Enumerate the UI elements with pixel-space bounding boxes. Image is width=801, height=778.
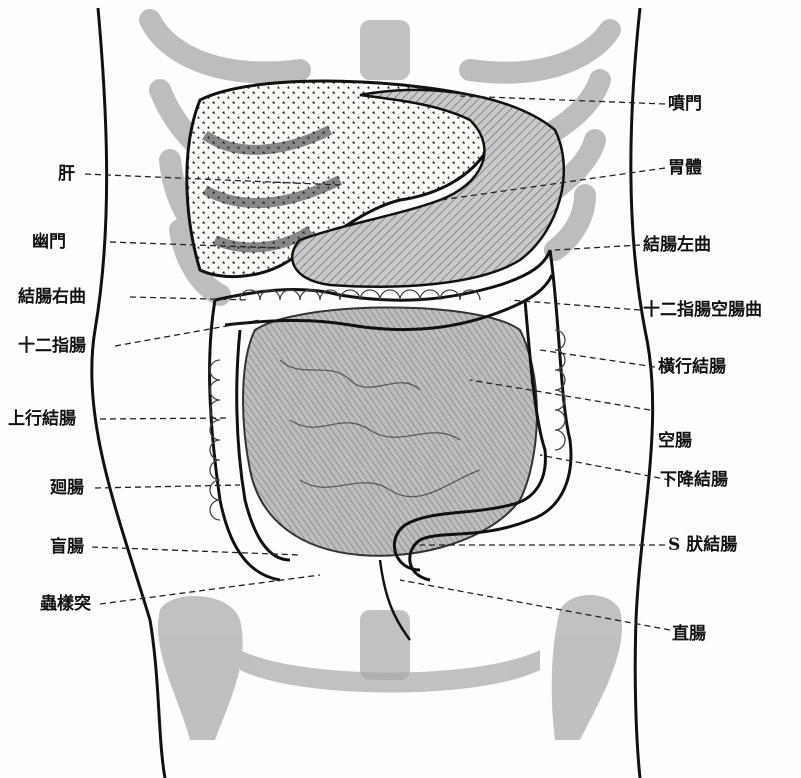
small-intestine <box>243 308 537 556</box>
torso-left-outline <box>92 8 165 778</box>
label-jejunum: 空腸 <box>658 431 692 451</box>
label-duodenojejunal-flexure: 十二指腸空腸曲 <box>643 300 762 320</box>
label-ileum: 廻腸 <box>50 478 84 498</box>
label-cecum: 盲腸 <box>50 537 84 557</box>
label-rectum: 直腸 <box>672 624 706 644</box>
torso-right-outline <box>631 8 653 778</box>
label-appendix: 蟲樣突 <box>40 594 91 614</box>
label-duodenum: 十二指腸 <box>18 336 86 356</box>
label-pylorus: 幽門 <box>32 232 66 252</box>
label-stomach-body: 胃體 <box>668 158 702 178</box>
label-sigmoid-colon: S 肰結腸 <box>668 535 737 555</box>
label-liver: 肝 <box>58 164 75 184</box>
label-ascending-colon: 上行結腸 <box>8 409 76 429</box>
label-descending-colon: 下降結腸 <box>660 470 728 490</box>
label-transverse-colon: 橫行結腸 <box>658 357 726 377</box>
label-left-colic-flexure: 結腸左曲 <box>643 235 711 255</box>
label-cardia: 噴門 <box>668 94 702 114</box>
label-right-colic-flexure: 結腸右曲 <box>18 287 86 307</box>
